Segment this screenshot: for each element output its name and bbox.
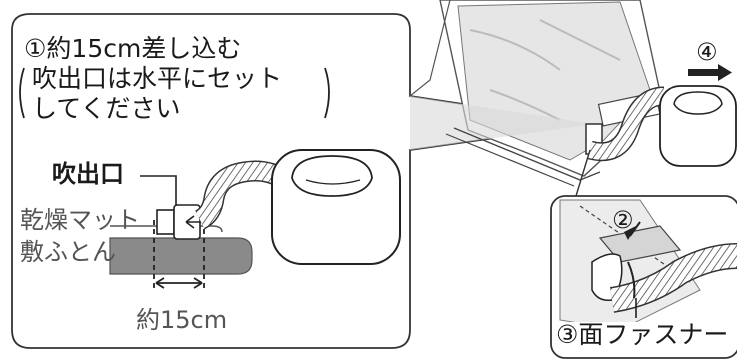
direction-arrow xyxy=(688,64,732,81)
step2-label: ② xyxy=(612,206,634,234)
depth-measure xyxy=(153,220,205,292)
drying-mat-label: 乾燥マット xyxy=(20,206,140,234)
step3-label: ③面ファスナー xyxy=(556,320,729,349)
futon-illustration xyxy=(109,225,253,275)
outlet-nozzle xyxy=(156,204,214,240)
step1-note-line1: 吹出口は水平にセット xyxy=(32,64,283,93)
dryer-unit-left xyxy=(271,149,401,265)
step4-label: ④ xyxy=(696,38,718,66)
outlet-leader-line xyxy=(140,175,177,206)
step1-note-line2: してください xyxy=(32,94,181,123)
futon-label: 敷ふとん xyxy=(20,238,116,266)
depth-label: 約15cm xyxy=(136,306,228,334)
step1-text: ①約15cm差し込む xyxy=(24,34,242,63)
mat-scene xyxy=(409,0,661,187)
dryer-unit-right xyxy=(659,85,737,167)
note-brackets xyxy=(19,67,330,119)
outlet-label: 吹出口 xyxy=(52,160,124,188)
inset-panel xyxy=(550,149,737,359)
